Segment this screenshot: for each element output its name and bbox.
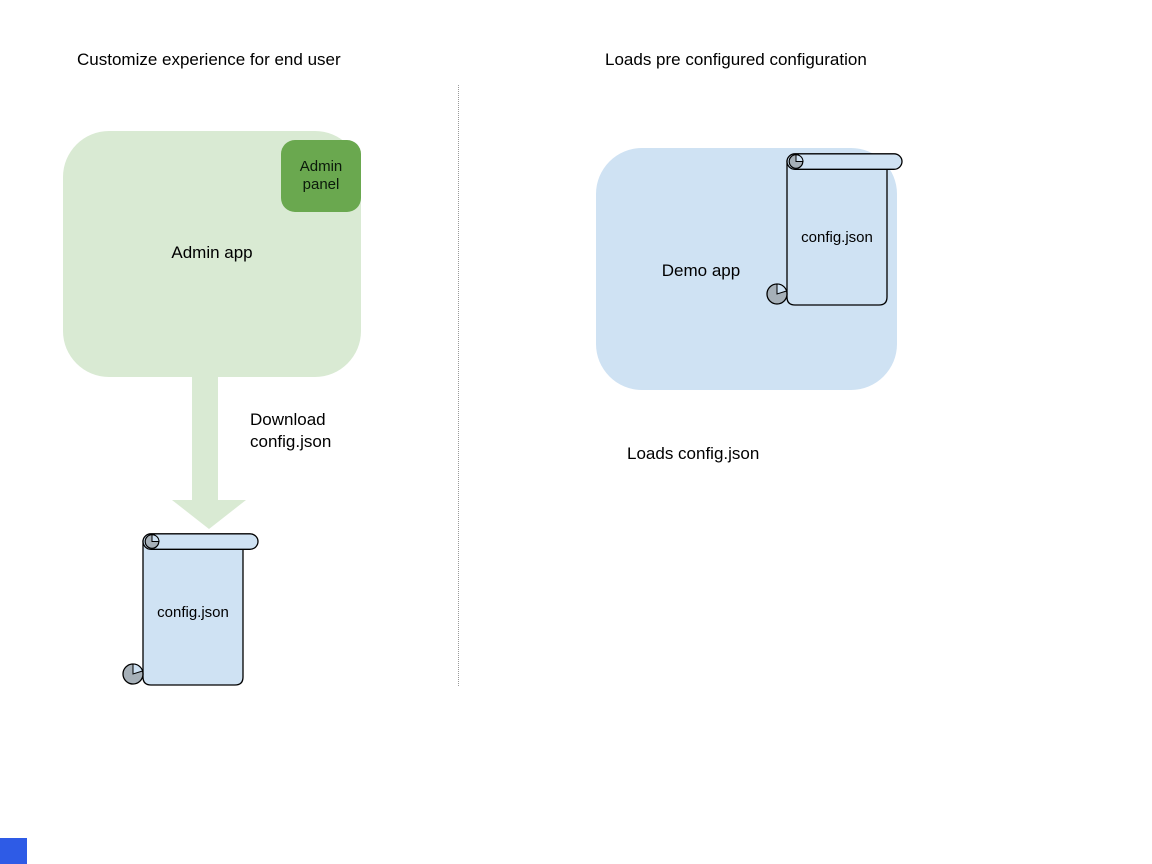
admin-panel-box: Admin panel xyxy=(281,140,361,212)
config-file-label-right: config.json xyxy=(801,229,873,246)
right-section-title: Loads pre configured configuration xyxy=(605,50,867,69)
admin-app-label: Admin app xyxy=(171,243,253,262)
config-file-scroll-icon-left xyxy=(122,533,259,686)
download-arrow-label: Download config.json xyxy=(250,410,332,451)
download-arrow-icon xyxy=(172,375,246,529)
loads-config-caption: Loads config.json xyxy=(627,444,760,463)
corner-blue-square xyxy=(0,838,27,864)
left-section-title: Customize experience for end user xyxy=(77,50,341,69)
config-file-label-left: config.json xyxy=(157,604,229,621)
demo-app-label: Demo app xyxy=(661,261,741,280)
config-file-scroll-icon-right xyxy=(766,153,903,306)
section-divider-line xyxy=(458,85,459,686)
admin-panel-label: Admin panel xyxy=(299,158,343,193)
